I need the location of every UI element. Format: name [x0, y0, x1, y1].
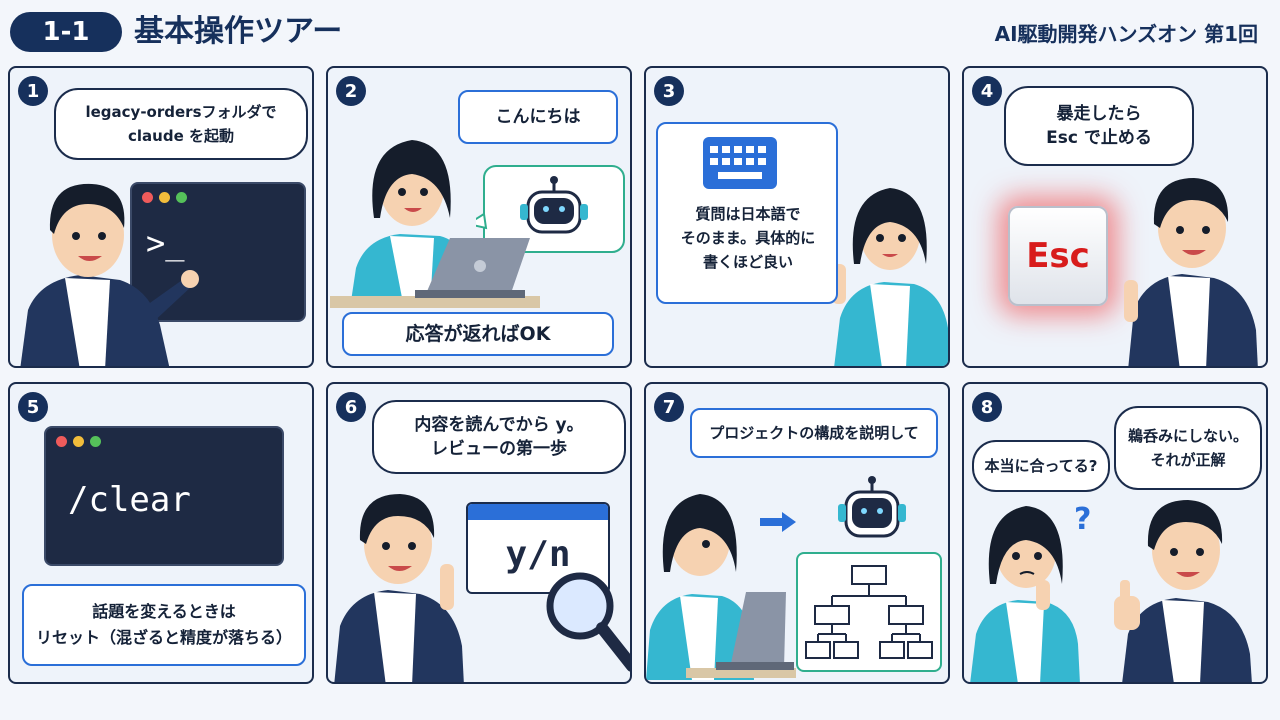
panel-7: 7 プロジェクトの構成を説明して — [644, 382, 950, 684]
panel-number: 8 — [972, 392, 1002, 422]
panel-number: 7 — [654, 392, 684, 422]
tip-text: 質問は日本語で そのまま。具体的に 書くほど良い — [680, 205, 816, 271]
panel-2: 2 こんにちは 応答が返ればOK — [326, 66, 632, 368]
panel-8: 8 本当に合ってる? 鵜呑みにしない。 それが正解 ? — [962, 382, 1268, 684]
woman-laptop-illustration — [646, 494, 796, 680]
caption-box: 応答が返ればOK — [342, 312, 614, 356]
confirm-prompt: y/n — [505, 534, 571, 575]
panel-number: 1 — [18, 76, 48, 106]
panel-number: 3 — [654, 76, 684, 106]
speech-bubble: 暴走したら Esc で止める — [1004, 86, 1194, 166]
panel-number: 5 — [18, 392, 48, 422]
speech-bubble-left: 本当に合ってる? — [972, 440, 1110, 492]
esc-key-icon: Esc — [1008, 206, 1108, 306]
man-thumbs-up-illustration — [1114, 500, 1252, 682]
panel-number: 4 — [972, 76, 1002, 106]
robot-icon — [838, 476, 906, 538]
man-pointing-illustration — [20, 183, 199, 366]
woman-doubtful-illustration — [970, 506, 1080, 682]
panel-5: 5 /clear 話題を変えるときは リセット（混ざると精度が落ちる） — [8, 382, 314, 684]
section-badge: 1-1 — [10, 12, 122, 52]
man-pointing-up-illustration — [334, 494, 464, 682]
panel-4: 4 暴走したら Esc で止める Esc — [962, 66, 1268, 368]
structure-diagram — [796, 552, 942, 672]
panel-1: 1 legacy-ordersフォルダで claude を起動 >_ — [8, 66, 314, 368]
panel-number: 6 — [336, 392, 366, 422]
panel-number: 2 — [336, 76, 366, 106]
woman-thinking-illustration — [832, 188, 948, 366]
page-title: 基本操作ツアー — [134, 14, 343, 49]
speech-bubble: プロジェクトの構成を説明して — [690, 408, 938, 458]
speech-bubble-right: 鵜呑みにしない。 それが正解 — [1114, 406, 1262, 490]
keyboard-icon — [703, 137, 777, 189]
terminal-prompt: >_ — [146, 224, 185, 262]
tree-diagram-icon — [805, 565, 933, 659]
terminal-command: /clear — [68, 480, 191, 520]
caption-box: 話題を変えるときは リセット（混ざると精度が落ちる） — [22, 584, 306, 666]
series-label: AI駆動開発ハンズオン 第1回 — [994, 22, 1258, 46]
man-explaining-illustration — [1124, 178, 1258, 366]
terminal-window: /clear — [44, 426, 284, 566]
speech-bubble: legacy-ordersフォルダで claude を起動 — [54, 88, 308, 160]
magnifier-icon — [546, 572, 630, 672]
panel-3: 3 質問は日本語で そのまま。具体的に 書くほど良い — [644, 66, 950, 368]
panel-6: 6 内容を読んでから y。 レビューの第一歩 y/n — [326, 382, 632, 684]
question-mark-icon: ? — [1074, 502, 1092, 537]
speech-bubble: こんにちは — [458, 90, 618, 144]
speech-bubble: 内容を読んでから y。 レビューの第一歩 — [372, 400, 626, 474]
header: 1-1 基本操作ツアー AI駆動開発ハンズオン 第1回 — [0, 0, 1280, 64]
woman-laptop-illustration — [330, 140, 540, 308]
chat-bubble-robot — [476, 165, 625, 253]
arrow-right-icon — [760, 512, 796, 532]
